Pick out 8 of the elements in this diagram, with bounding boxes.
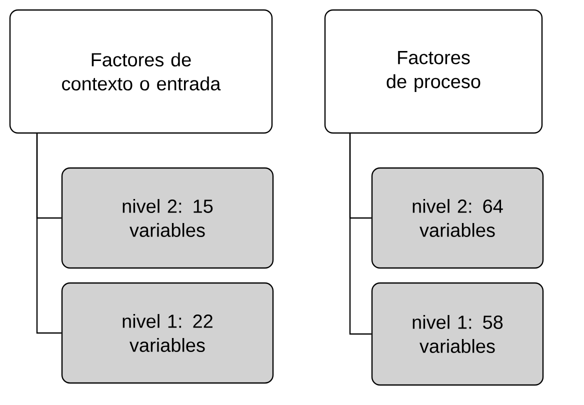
- level-box: nivel 2: 15 variables: [61, 167, 274, 269]
- connector-line: [36, 134, 62, 334]
- connector-line: [349, 134, 372, 335]
- category-box: Factores de contexto o entrada: [9, 9, 273, 134]
- level-box: nivel 2: 64 variables: [371, 167, 544, 269]
- level-box: nivel 1: 58 variables: [371, 282, 544, 386]
- category-box: Factores de proceso: [324, 9, 543, 134]
- level-box: nivel 1: 22 variables: [61, 282, 274, 384]
